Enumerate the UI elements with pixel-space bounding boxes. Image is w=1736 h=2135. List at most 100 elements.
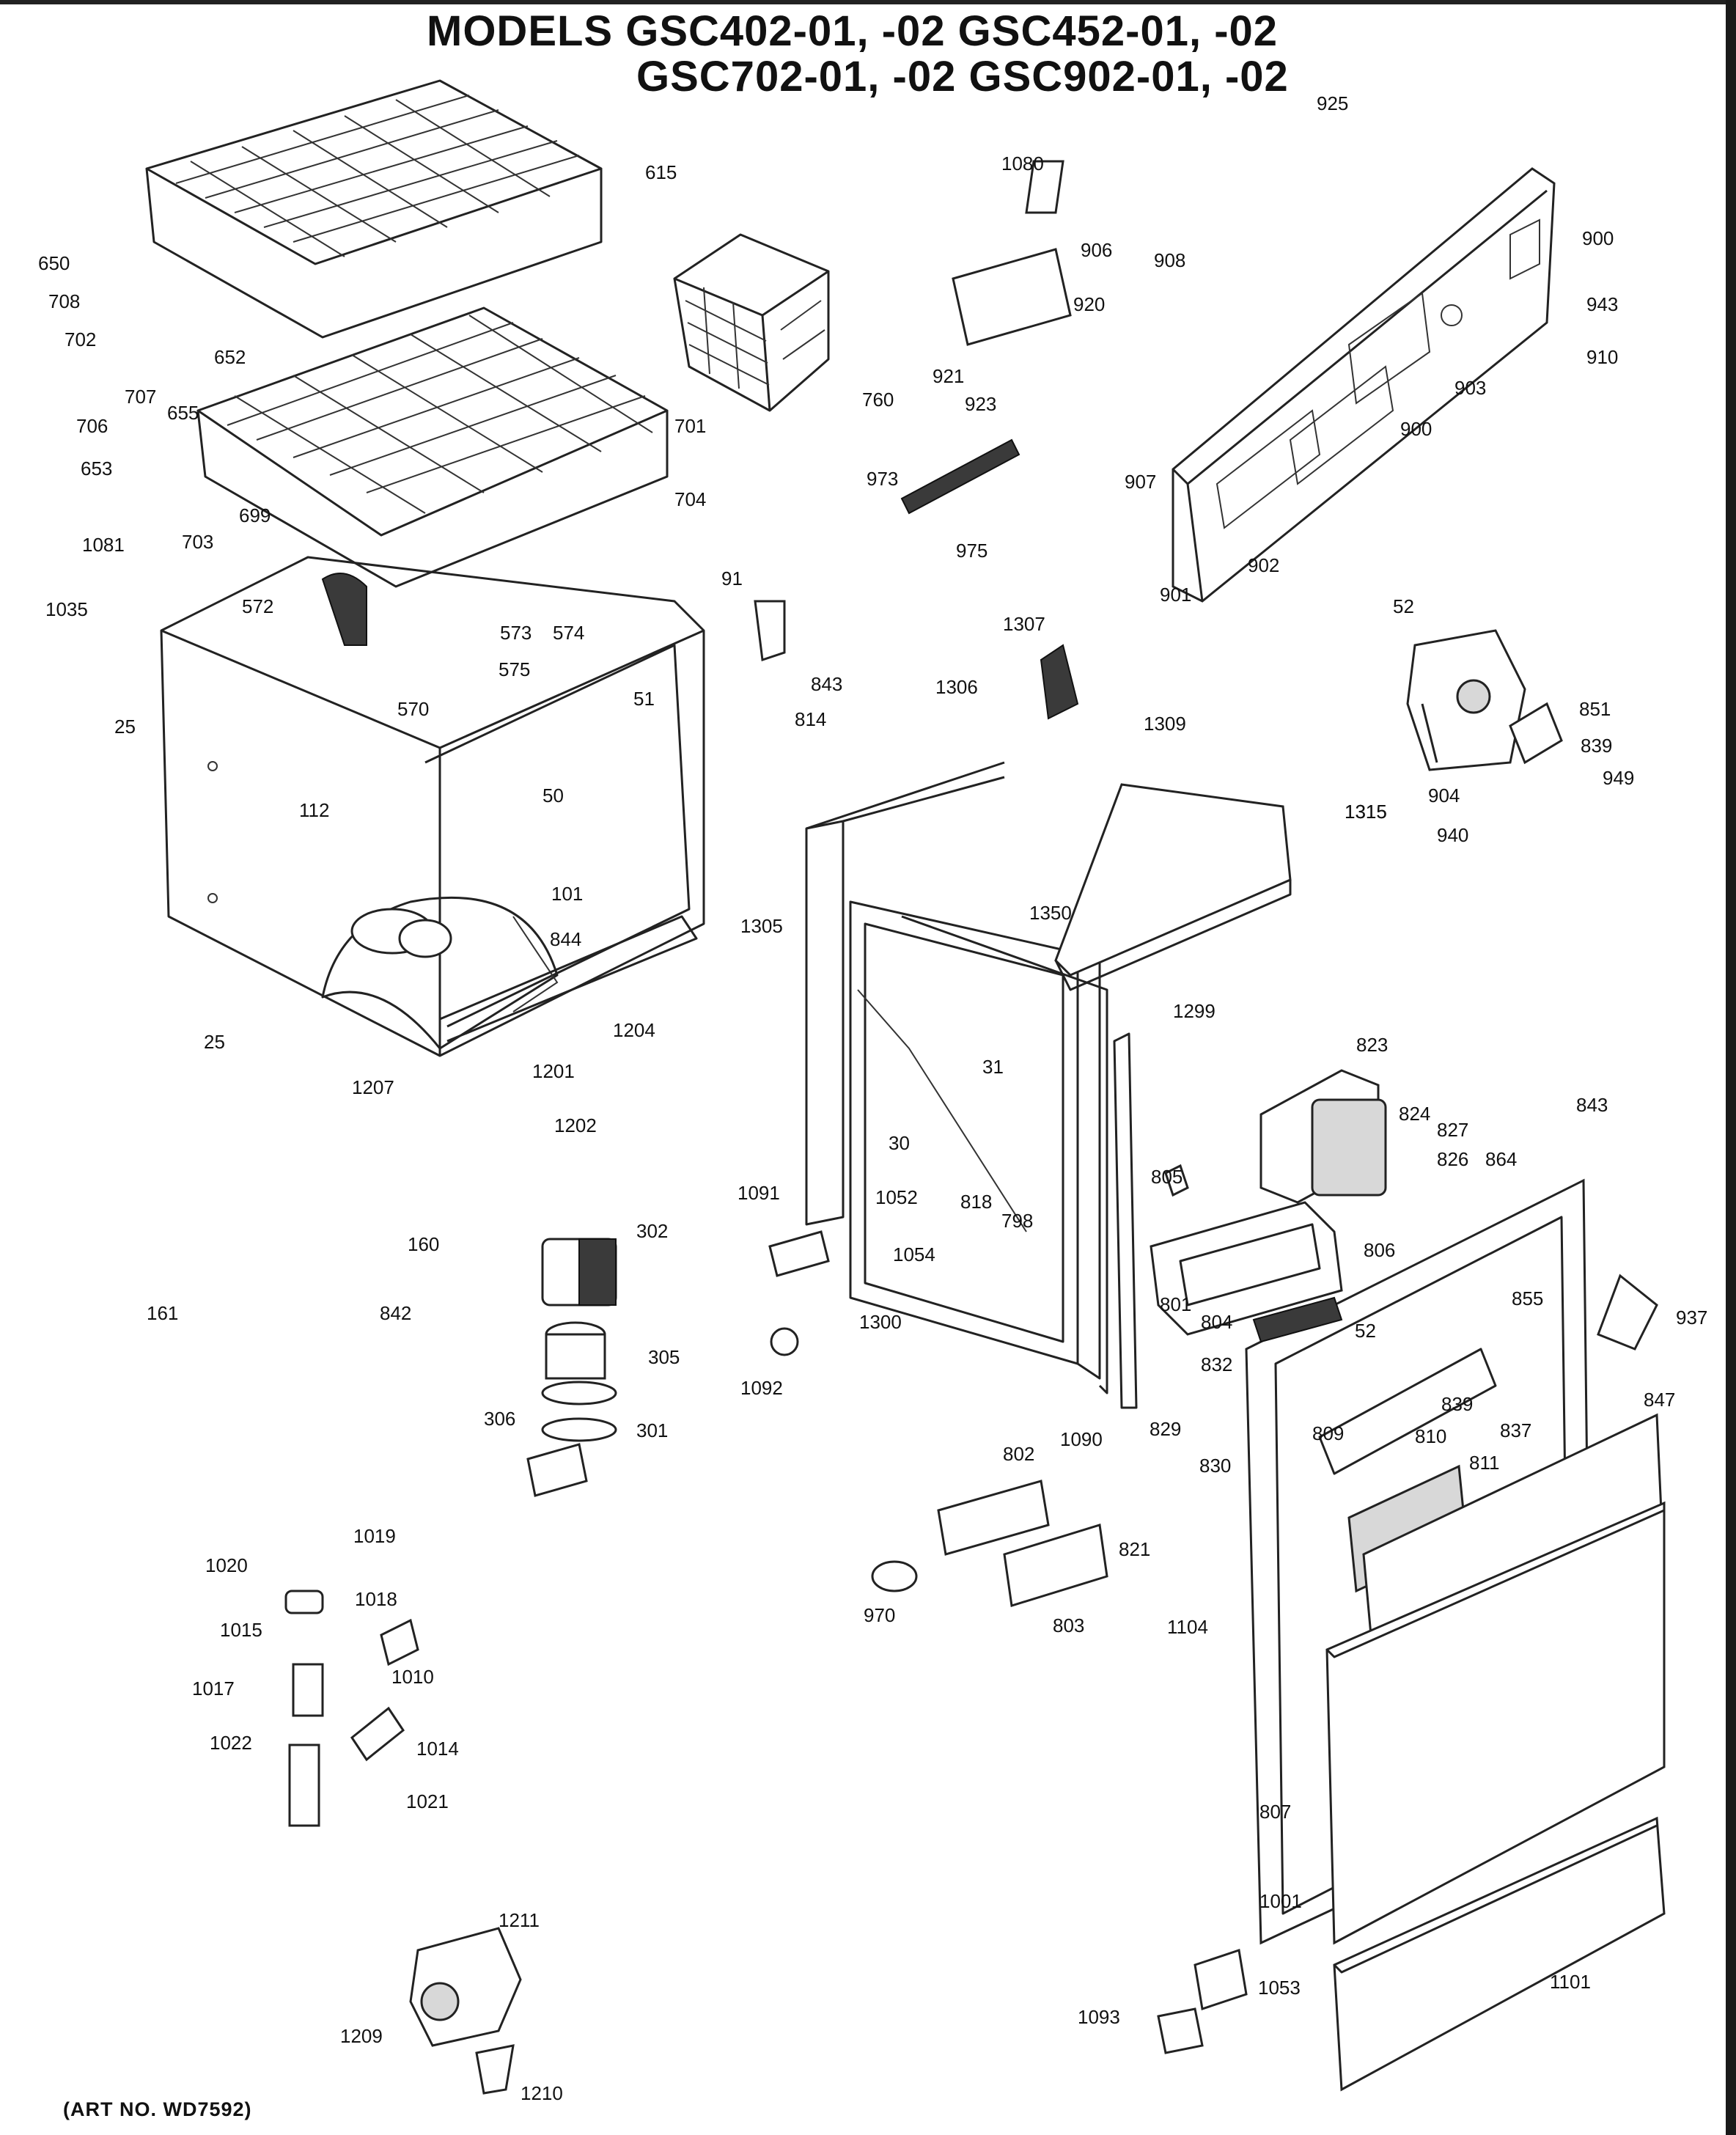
part-label-112: 112 [299, 799, 329, 821]
part-label-1001: 1001 [1259, 1890, 1302, 1912]
part-label-907: 907 [1125, 471, 1156, 493]
kickplate [1333, 1816, 1666, 2092]
part-label-902: 902 [1248, 554, 1279, 576]
part-label-704: 704 [674, 488, 706, 510]
part-label-30: 30 [889, 1132, 910, 1154]
part-label-943: 943 [1586, 293, 1618, 315]
part-label-802: 802 [1003, 1443, 1034, 1465]
part-label-1035: 1035 [45, 598, 88, 620]
part-label-1315: 1315 [1345, 801, 1387, 823]
part-label-805: 805 [1151, 1166, 1183, 1188]
part-label-302: 302 [636, 1220, 668, 1242]
part-label-707: 707 [125, 386, 156, 408]
part-label-1020: 1020 [205, 1554, 248, 1576]
part-label-803: 803 [1053, 1614, 1084, 1636]
part-label-301: 301 [636, 1419, 668, 1441]
part-label-843: 843 [1576, 1094, 1608, 1116]
vent-fan-motor [1259, 1069, 1387, 1204]
part-label-940: 940 [1437, 824, 1468, 846]
part-label-949: 949 [1603, 767, 1634, 789]
door-gaskets [805, 761, 1138, 1409]
part-label-814: 814 [795, 708, 826, 730]
models-header-line-2: GSC702-01, -02 GSC902-01, -02 [636, 53, 1289, 100]
control-panel [1172, 167, 1556, 603]
part-label-699: 699 [239, 504, 271, 526]
part-label-1207: 1207 [352, 1076, 394, 1098]
part-label-573: 573 [500, 622, 532, 644]
part-label-1209: 1209 [340, 2025, 383, 2047]
part-label-1306: 1306 [935, 676, 978, 698]
part-label-708: 708 [48, 290, 80, 312]
part-label-830: 830 [1199, 1455, 1231, 1477]
part-label-1350: 1350 [1029, 902, 1072, 924]
part-label-824: 824 [1399, 1103, 1430, 1125]
part-label-847: 847 [1644, 1389, 1675, 1411]
part-label-655: 655 [167, 402, 199, 424]
timer [1406, 629, 1526, 771]
part-label-973: 973 [867, 468, 898, 490]
part-label-920: 920 [1073, 293, 1105, 315]
part-label-855: 855 [1512, 1287, 1543, 1309]
part-label-1015: 1015 [220, 1619, 262, 1641]
part-label-574: 574 [553, 622, 584, 644]
part-label-1017: 1017 [192, 1677, 235, 1699]
part-label-1090: 1090 [1060, 1428, 1103, 1450]
part-label-1211: 1211 [499, 1909, 540, 1931]
part-label-1019: 1019 [353, 1525, 396, 1547]
part-label-801: 801 [1160, 1293, 1191, 1315]
part-number-labels: 6156507087026527077066556537017046997031… [38, 92, 1707, 2104]
part-label-702: 702 [65, 328, 96, 350]
part-label-572: 572 [242, 595, 273, 617]
part-label-900: 900 [1582, 227, 1614, 249]
part-label-806: 806 [1364, 1239, 1395, 1261]
part-label-906: 906 [1081, 239, 1112, 261]
part-label-1202: 1202 [554, 1114, 597, 1136]
art-number: (ART NO. WD7592) [63, 2098, 252, 2120]
part-label-1201: 1201 [532, 1060, 575, 1082]
part-label-1080: 1080 [1001, 152, 1044, 174]
part-label-818: 818 [960, 1191, 992, 1213]
part-label-837: 837 [1500, 1419, 1531, 1441]
part-label-1010: 1010 [391, 1666, 434, 1688]
part-label-901: 901 [1160, 584, 1191, 606]
part-label-903: 903 [1454, 377, 1486, 399]
part-label-1299: 1299 [1173, 1000, 1215, 1022]
part-label-1091: 1091 [738, 1182, 780, 1204]
part-label-1052: 1052 [875, 1186, 918, 1208]
part-label-864: 864 [1485, 1148, 1517, 1170]
part-label-25: 25 [204, 1031, 225, 1053]
lower-rack [196, 306, 669, 588]
part-label-1309: 1309 [1144, 713, 1186, 735]
part-label-842: 842 [380, 1302, 411, 1324]
detergent-dispenser [1150, 1201, 1343, 1343]
part-label-650: 650 [38, 252, 70, 274]
part-label-1101: 1101 [1550, 1971, 1591, 1993]
part-label-1204: 1204 [613, 1019, 655, 1041]
part-label-827: 827 [1437, 1119, 1468, 1141]
part-label-1093: 1093 [1078, 2006, 1120, 2028]
part-label-1054: 1054 [893, 1243, 935, 1265]
part-label-925: 925 [1317, 92, 1348, 114]
part-label-91: 91 [721, 567, 743, 589]
models-header-line-1: MODELS GSC402-01, -02 GSC452-01, -02 [427, 7, 1279, 55]
part-label-1081: 1081 [82, 534, 125, 556]
part-label-1014: 1014 [416, 1738, 459, 1760]
part-label-975: 975 [956, 540, 987, 562]
part-label-1305: 1305 [740, 915, 783, 937]
part-label-809: 809 [1312, 1422, 1344, 1444]
top-insulation-panel [1054, 783, 1292, 991]
part-label-575: 575 [499, 658, 530, 680]
part-label-652: 652 [214, 346, 246, 368]
part-label-804: 804 [1201, 1311, 1232, 1333]
part-label-703: 703 [182, 531, 213, 553]
silverware-basket [673, 233, 830, 412]
part-label-851: 851 [1579, 698, 1611, 720]
part-label-832: 832 [1201, 1353, 1232, 1375]
pump-motor-assembly [526, 1238, 617, 1497]
part-label-1021: 1021 [406, 1790, 449, 1812]
part-label-900: 900 [1400, 418, 1432, 440]
part-label-101: 101 [551, 883, 583, 905]
part-label-839: 839 [1441, 1393, 1473, 1415]
part-label-798: 798 [1001, 1210, 1033, 1232]
